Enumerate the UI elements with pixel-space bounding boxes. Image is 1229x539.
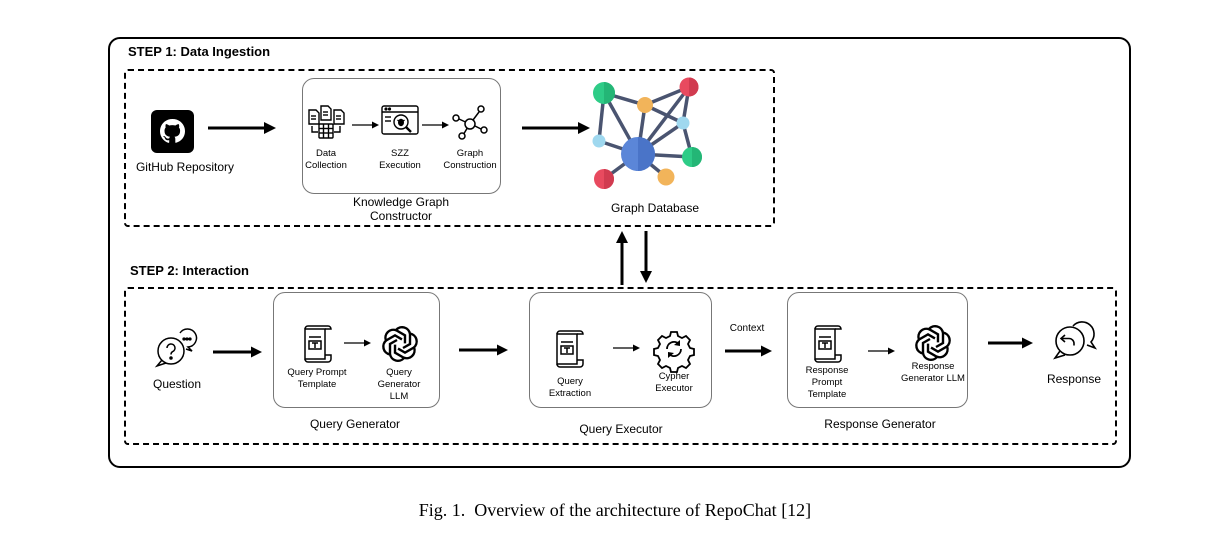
knowledge-graph-constructor-box xyxy=(302,78,501,194)
step2-box xyxy=(124,287,1117,445)
query-generator-title: Query Generator xyxy=(309,417,401,431)
template-document-icon xyxy=(809,323,845,363)
graph-database-icon xyxy=(585,72,710,197)
arrow-to-response xyxy=(988,337,1033,349)
template-document-icon xyxy=(551,328,587,368)
knowledge-graph-constructor-title: Knowledge Graph Constructor xyxy=(352,195,450,223)
query-executor-title: Query Executor xyxy=(579,422,663,436)
arrow-small xyxy=(344,339,371,347)
github-label: GitHub Repository xyxy=(135,160,235,174)
arrow-generator-to-executor xyxy=(459,344,508,356)
szz-execution-label: SZZ Execution xyxy=(379,148,421,171)
figure-caption: Fig. 1. Overview of the architecture of … xyxy=(418,500,812,520)
step2-title: STEP 2: Interaction xyxy=(130,263,249,278)
gear-refresh-icon xyxy=(653,330,695,373)
graph-database-label: Graph Database xyxy=(610,201,700,215)
template-document-icon xyxy=(299,323,335,363)
response-generator-llm-label: Response Generator LLM xyxy=(901,361,965,384)
graph-nodes-icon xyxy=(451,104,489,140)
response-chat-icon xyxy=(1051,318,1099,362)
diagram-frame xyxy=(108,37,1131,468)
query-extraction-label: Query Extraction xyxy=(548,376,592,399)
response-label: Response xyxy=(1046,372,1102,386)
arrow-constructor-to-database xyxy=(522,122,590,134)
arrows-database-exchange xyxy=(616,231,652,285)
arrow-small xyxy=(422,121,449,129)
arrow-small xyxy=(868,347,895,355)
github-icon xyxy=(151,110,194,153)
step1-box xyxy=(124,69,775,227)
openai-icon xyxy=(381,325,419,363)
arrow-small xyxy=(352,121,379,129)
graph-construction-label: Graph Construction xyxy=(443,148,497,171)
query-generator-llm-label: Query Generator LLM xyxy=(377,367,421,402)
step1-title: STEP 1: Data Ingestion xyxy=(128,44,271,59)
documents-database-icon xyxy=(306,104,346,140)
response-generator-title: Response Generator xyxy=(824,417,936,431)
cypher-executor-label: Cypher Executor xyxy=(655,371,693,394)
arrow-question-to-generator xyxy=(213,346,262,358)
context-label: Context xyxy=(729,323,765,334)
question-label: Question xyxy=(152,377,202,391)
question-chat-icon xyxy=(154,327,200,369)
query-prompt-template-label: Query Prompt Template xyxy=(287,367,347,390)
response-prompt-template-label: Response Prompt Template xyxy=(805,365,849,400)
arrow-small xyxy=(613,344,640,352)
response-generator-box xyxy=(787,292,968,408)
arrow-github-to-constructor xyxy=(208,122,276,134)
arrow-executor-to-response-generator xyxy=(725,345,772,357)
data-collection-label: Data Collection xyxy=(305,148,347,171)
query-generator-box xyxy=(273,292,440,408)
bug-search-icon xyxy=(380,104,420,140)
openai-icon xyxy=(914,324,952,362)
